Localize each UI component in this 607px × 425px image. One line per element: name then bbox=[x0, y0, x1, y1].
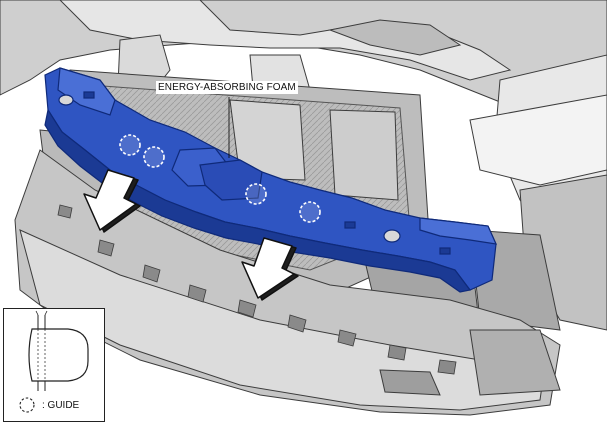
energy-absorbing-foam-label: ENERGY-ABSORBING FOAM bbox=[156, 81, 298, 94]
guide-markers bbox=[119, 134, 321, 223]
guide-marker bbox=[299, 201, 321, 223]
removal-direction-arrow-icon bbox=[241, 237, 299, 301]
guide-legend-label: : GUIDE bbox=[42, 400, 80, 411]
guide-marker bbox=[143, 146, 165, 168]
guide-marker bbox=[119, 134, 141, 156]
guide-detail-icon bbox=[19, 310, 89, 413]
removal-direction-arrow-icon bbox=[83, 169, 141, 233]
guide-marker bbox=[245, 183, 267, 205]
dashed-circle-guide-icon bbox=[19, 397, 35, 413]
energy-absorbing-foam bbox=[44, 67, 497, 293]
guide-legend: : GUIDE bbox=[3, 308, 105, 422]
removal-direction-arrows bbox=[83, 169, 299, 301]
